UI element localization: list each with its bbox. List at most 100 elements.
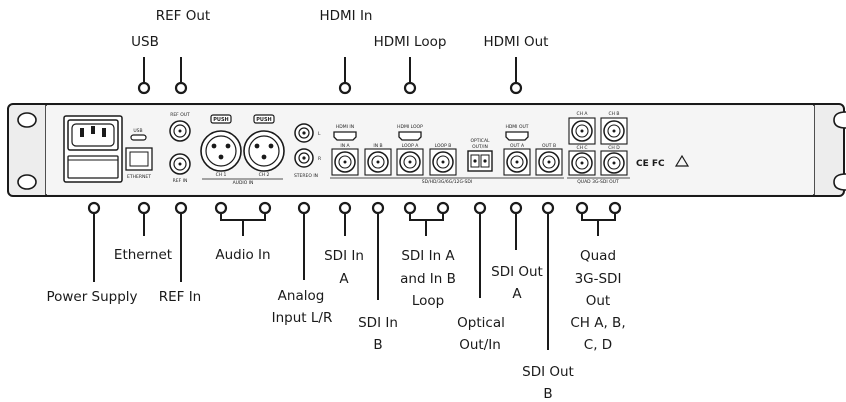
callout-sdi-loop: SDI In A and In B Loop bbox=[400, 201, 456, 309]
svg-text:Out: Out bbox=[586, 293, 610, 309]
svg-text:L: L bbox=[318, 131, 321, 137]
svg-text:CH 1: CH 1 bbox=[216, 172, 227, 178]
quad-sdi-ch-a-bnc bbox=[568, 117, 596, 145]
callout-hdmi-in: HDMI In bbox=[319, 8, 373, 95]
sdi-out-b-bnc bbox=[535, 148, 563, 176]
xlr-input-ch2: PUSH CH 2 bbox=[243, 114, 285, 178]
callout-hdmi-loop: HDMI Loop bbox=[374, 34, 447, 95]
svg-text:PUSH: PUSH bbox=[213, 117, 229, 123]
svg-text:IN B: IN B bbox=[373, 143, 382, 149]
svg-text:Out/In: Out/In bbox=[459, 337, 501, 353]
hdmi-in-port: HDMI IN bbox=[333, 124, 357, 141]
svg-text:CH A: CH A bbox=[576, 111, 588, 117]
sdi-out-a-bnc bbox=[503, 148, 531, 176]
svg-text:REF IN: REF IN bbox=[173, 178, 188, 184]
svg-text:Input L/R: Input L/R bbox=[272, 310, 333, 326]
svg-text:CH A, B,: CH A, B, bbox=[570, 315, 625, 331]
ethernet-port: ETHERNET bbox=[125, 147, 153, 180]
svg-text:STEREO IN: STEREO IN bbox=[294, 173, 318, 179]
svg-text:CH 2: CH 2 bbox=[259, 172, 270, 178]
certification-marks: CE FC bbox=[636, 154, 690, 169]
callout-ref-out: REF Out bbox=[156, 8, 210, 95]
svg-text:REF In: REF In bbox=[159, 289, 202, 305]
svg-text:OUT/IN: OUT/IN bbox=[472, 144, 488, 150]
svg-text:B: B bbox=[373, 337, 382, 353]
sdi-loop-a-bnc bbox=[396, 148, 424, 176]
svg-text:USB: USB bbox=[131, 34, 159, 50]
callout-ethernet: Ethernet bbox=[114, 201, 172, 263]
svg-text:SDI In: SDI In bbox=[358, 315, 398, 331]
svg-text:REF OUT: REF OUT bbox=[170, 112, 190, 118]
svg-text:3G-SDI: 3G-SDI bbox=[575, 271, 622, 287]
svg-text:SD/HD/3G/6G/12G-SDI: SD/HD/3G/6G/12G-SDI bbox=[422, 179, 472, 185]
svg-text:SDI In A: SDI In A bbox=[401, 248, 455, 264]
optical-sfp-port: OPTICAL OUT/IN bbox=[467, 138, 493, 172]
callout-quad-3g-sdi: Quad 3G-SDI Out CH A, B, C, D bbox=[570, 201, 626, 353]
svg-text:OUT A: OUT A bbox=[510, 143, 525, 149]
hdmi-out-port: HDMI OUT bbox=[505, 124, 529, 141]
svg-text:CH B: CH B bbox=[608, 111, 619, 117]
quad-sdi-ch-c-bnc bbox=[568, 150, 596, 176]
sdi-in-a-bnc bbox=[331, 148, 359, 176]
svg-text:Analog: Analog bbox=[278, 288, 325, 304]
svg-text:HDMI Out: HDMI Out bbox=[484, 34, 549, 50]
svg-text:Quad: Quad bbox=[580, 248, 616, 264]
quad-sdi-ch-d-bnc bbox=[600, 150, 628, 176]
callout-ref-in: REF In bbox=[159, 201, 202, 305]
rca-input-right: R bbox=[294, 148, 321, 168]
callout-sdi-out-a: SDI Out A bbox=[491, 201, 543, 302]
sdi-loop-b-bnc bbox=[429, 148, 457, 176]
callout-audio-in: Audio In bbox=[214, 201, 272, 263]
svg-text:B: B bbox=[543, 386, 552, 402]
svg-text:PUSH: PUSH bbox=[256, 117, 272, 123]
svg-text:Loop: Loop bbox=[412, 293, 444, 309]
svg-text:USB: USB bbox=[133, 128, 142, 134]
svg-text:and In B: and In B bbox=[400, 271, 456, 287]
callout-sdi-in-a: SDI In A bbox=[324, 201, 364, 287]
svg-text:SDI Out: SDI Out bbox=[522, 364, 574, 380]
svg-text:IN A: IN A bbox=[340, 143, 350, 149]
power-inlet bbox=[63, 115, 123, 183]
svg-text:SDI Out: SDI Out bbox=[491, 264, 543, 280]
callout-optical: Optical Out/In bbox=[457, 201, 505, 353]
svg-text:LOOP B: LOOP B bbox=[435, 143, 452, 149]
svg-text:Ethernet: Ethernet bbox=[114, 247, 172, 263]
svg-text:CH D: CH D bbox=[608, 145, 620, 151]
svg-text:OUT B: OUT B bbox=[542, 143, 556, 149]
svg-text:QUAD 3G-SDI OUT: QUAD 3G-SDI OUT bbox=[577, 179, 619, 185]
svg-text:C, D: C, D bbox=[584, 337, 612, 353]
svg-text:LOOP A: LOOP A bbox=[402, 143, 420, 149]
callout-usb: USB bbox=[131, 34, 159, 95]
ref-in-bnc: REF IN bbox=[169, 153, 191, 184]
svg-text:HDMI IN: HDMI IN bbox=[336, 124, 354, 130]
callout-hdmi-out: HDMI Out bbox=[484, 34, 549, 95]
sdi-in-b-bnc bbox=[364, 148, 392, 176]
callout-sdi-in-b: SDI In B bbox=[358, 201, 398, 353]
svg-text:REF Out: REF Out bbox=[156, 8, 210, 24]
svg-text:A: A bbox=[339, 271, 349, 287]
usb-port: USB bbox=[130, 128, 147, 141]
svg-text:Power Supply: Power Supply bbox=[46, 289, 137, 305]
svg-text:HDMI OUT: HDMI OUT bbox=[505, 124, 528, 130]
svg-text:CH C: CH C bbox=[576, 145, 587, 151]
rca-input-left: L bbox=[294, 123, 321, 143]
svg-text:Optical: Optical bbox=[457, 315, 505, 331]
rack-ear-hole-left bbox=[17, 112, 37, 128]
xlr-input-ch1: PUSH CH 1 bbox=[200, 114, 242, 178]
hdmi-loop-port: HDMI LOOP bbox=[397, 124, 423, 141]
svg-text:OPTICAL: OPTICAL bbox=[470, 138, 490, 144]
callout-analog-input: Analog Input L/R bbox=[272, 201, 333, 326]
rack-ear-hole-left-bottom bbox=[17, 174, 37, 190]
svg-text:CE FC: CE FC bbox=[636, 159, 665, 169]
svg-text:Audio In: Audio In bbox=[215, 247, 270, 263]
svg-text:SDI In: SDI In bbox=[324, 248, 364, 264]
callout-sdi-out-b: SDI Out B bbox=[522, 201, 574, 402]
svg-text:HDMI In: HDMI In bbox=[319, 8, 372, 24]
svg-text:ETHERNET: ETHERNET bbox=[127, 174, 151, 180]
svg-text:A: A bbox=[512, 286, 522, 302]
svg-text:R: R bbox=[318, 156, 321, 162]
svg-text:HDMI Loop: HDMI Loop bbox=[374, 34, 447, 50]
quad-sdi-ch-b-bnc bbox=[600, 117, 628, 145]
svg-text:AUDIO IN: AUDIO IN bbox=[233, 180, 254, 186]
